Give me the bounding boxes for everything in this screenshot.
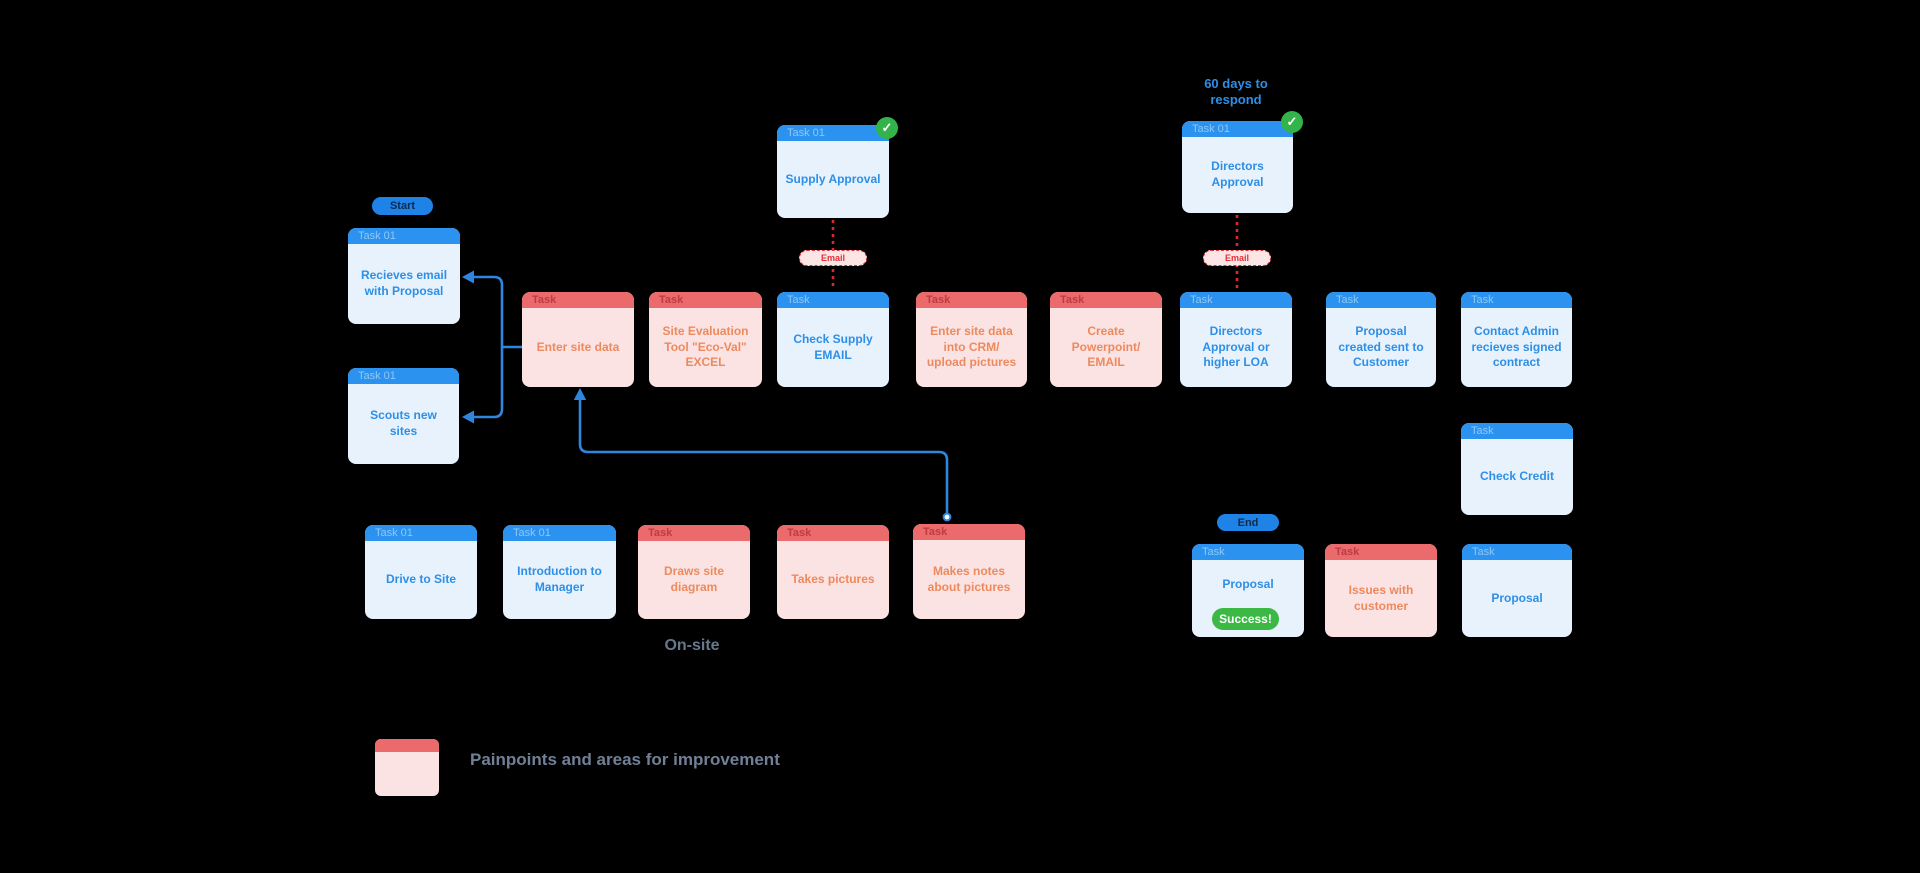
card-title: Takes pictures bbox=[791, 572, 875, 587]
card-title: Check Credit bbox=[1479, 469, 1555, 484]
card-title: Drive to Site bbox=[385, 572, 457, 587]
card-title: Enter site data bbox=[536, 339, 620, 354]
approved-checkmark-badge[interactable]: ✓ bbox=[1281, 111, 1303, 133]
legend-swatch-header bbox=[375, 739, 439, 752]
card-scouts-new-sites[interactable]: Task 01 Scouts new sites bbox=[348, 368, 459, 464]
card-header: Task bbox=[522, 292, 634, 308]
card-drive-to-site[interactable]: Task 01 Drive to Site bbox=[365, 525, 477, 619]
card-header: Task bbox=[777, 525, 889, 541]
card-header: Task 01 bbox=[348, 228, 460, 244]
card-proposal-success[interactable]: Task Proposal Success! bbox=[1192, 544, 1304, 637]
card-title: Introduction to Manager bbox=[517, 564, 602, 594]
email-connector-badge[interactable]: Email bbox=[1203, 250, 1271, 266]
arrowhead-left-icon bbox=[462, 410, 474, 424]
card-title: Check Supply EMAIL bbox=[793, 331, 873, 362]
success-badge[interactable]: Success! bbox=[1212, 608, 1279, 630]
check-icon: ✓ bbox=[881, 120, 893, 135]
card-header: Task 01 bbox=[1182, 121, 1293, 137]
card-title: Proposal created sent to Customer bbox=[1338, 323, 1424, 370]
card-enter-crm[interactable]: Task Enter site data into CRM/ upload pi… bbox=[916, 292, 1027, 387]
card-issues-customer[interactable]: Task Issues with customer bbox=[1325, 544, 1437, 637]
approved-checkmark-badge[interactable]: ✓ bbox=[876, 117, 898, 139]
card-header: Task bbox=[1180, 292, 1292, 308]
card-title: Site Evaluation Tool "Eco-Val" EXCEL bbox=[662, 323, 749, 370]
card-header: Task bbox=[913, 524, 1025, 540]
card-directors-approval[interactable]: Task 01 Directors Approval bbox=[1182, 121, 1293, 213]
card-header: Task 01 bbox=[348, 368, 459, 384]
card-title: Directors Approval or higher LOA bbox=[1202, 323, 1270, 370]
connector-endpoint-dot bbox=[942, 512, 952, 522]
card-header: Task 01 bbox=[777, 125, 889, 141]
card-contact-admin[interactable]: Task Contact Admin recieves signed contr… bbox=[1461, 292, 1572, 387]
card-proposal-final[interactable]: Task Proposal bbox=[1462, 544, 1572, 637]
card-header: Task bbox=[1192, 544, 1304, 560]
card-header: Task bbox=[916, 292, 1027, 308]
end-badge[interactable]: End bbox=[1217, 514, 1279, 531]
arrowhead-up-icon bbox=[573, 388, 587, 400]
connector-to-recieves-email bbox=[468, 275, 504, 347]
card-header: Task 01 bbox=[365, 525, 477, 541]
connector-makes-notes-to-enter-site-data bbox=[578, 397, 949, 516]
legend-painpoint-swatch[interactable] bbox=[375, 739, 439, 796]
arrowhead-left-icon bbox=[462, 270, 474, 284]
card-check-credit[interactable]: Task Check Credit bbox=[1461, 423, 1573, 515]
card-title: Draws site diagram bbox=[663, 564, 725, 594]
legend-label[interactable]: Painpoints and areas for improvement bbox=[470, 750, 780, 769]
card-title: Scouts new sites bbox=[370, 408, 437, 438]
card-title: Makes notes about pictures bbox=[927, 563, 1011, 594]
card-header: Task bbox=[1461, 292, 1572, 308]
card-draws-site-diagram[interactable]: Task Draws site diagram bbox=[638, 525, 750, 619]
card-header: Task bbox=[1326, 292, 1436, 308]
card-header: Task bbox=[777, 292, 889, 308]
card-enter-site-data[interactable]: Task Enter site data bbox=[522, 292, 634, 387]
card-title: Issues with customer bbox=[1348, 582, 1414, 613]
card-check-supply-email[interactable]: Task Check Supply EMAIL bbox=[777, 292, 889, 387]
card-header: Task bbox=[649, 292, 762, 308]
card-header: Task 01 bbox=[503, 525, 616, 541]
connector-to-scouts-new-sites bbox=[468, 347, 504, 419]
card-introduction-manager[interactable]: Task 01 Introduction to Manager bbox=[503, 525, 616, 619]
card-title: Contact Admin recieves signed contract bbox=[1471, 323, 1562, 370]
card-makes-notes[interactable]: Task Makes notes about pictures bbox=[913, 524, 1025, 619]
card-supply-approval[interactable]: Task 01 Supply Approval bbox=[777, 125, 889, 218]
card-header: Task bbox=[1050, 292, 1162, 308]
card-title: Supply Approval bbox=[785, 171, 881, 186]
card-header: Task bbox=[1325, 544, 1437, 560]
start-badge[interactable]: Start bbox=[372, 197, 433, 215]
card-recieves-email[interactable]: Task 01 Recieves email with Proposal bbox=[348, 228, 460, 324]
card-title: Enter site data into CRM/ upload picture… bbox=[926, 323, 1017, 370]
card-header: Task bbox=[1461, 423, 1573, 439]
card-title: Recieves email with Proposal bbox=[360, 268, 448, 298]
card-directors-approval-loa[interactable]: Task Directors Approval or higher LOA bbox=[1180, 292, 1292, 387]
sixty-days-annotation[interactable]: 60 days to respond bbox=[1204, 76, 1268, 107]
card-header: Task bbox=[638, 525, 750, 541]
card-title: Create Powerpoint/ EMAIL bbox=[1071, 323, 1141, 370]
card-create-powerpoint[interactable]: Task Create Powerpoint/ EMAIL bbox=[1050, 292, 1162, 387]
card-title: Directors Approval bbox=[1211, 159, 1264, 189]
check-icon: ✓ bbox=[1286, 114, 1298, 129]
on-site-annotation[interactable]: On-site bbox=[664, 637, 720, 654]
card-header: Task bbox=[1462, 544, 1572, 560]
legend-swatch-body bbox=[375, 752, 439, 796]
card-site-evaluation[interactable]: Task Site Evaluation Tool "Eco-Val" EXCE… bbox=[649, 292, 762, 387]
card-takes-pictures[interactable]: Task Takes pictures bbox=[777, 525, 889, 619]
card-title: Proposal bbox=[1222, 577, 1274, 592]
card-proposal-created[interactable]: Task Proposal created sent to Customer bbox=[1326, 292, 1436, 387]
email-connector-badge[interactable]: Email bbox=[799, 250, 867, 266]
card-title: Proposal bbox=[1491, 590, 1543, 605]
